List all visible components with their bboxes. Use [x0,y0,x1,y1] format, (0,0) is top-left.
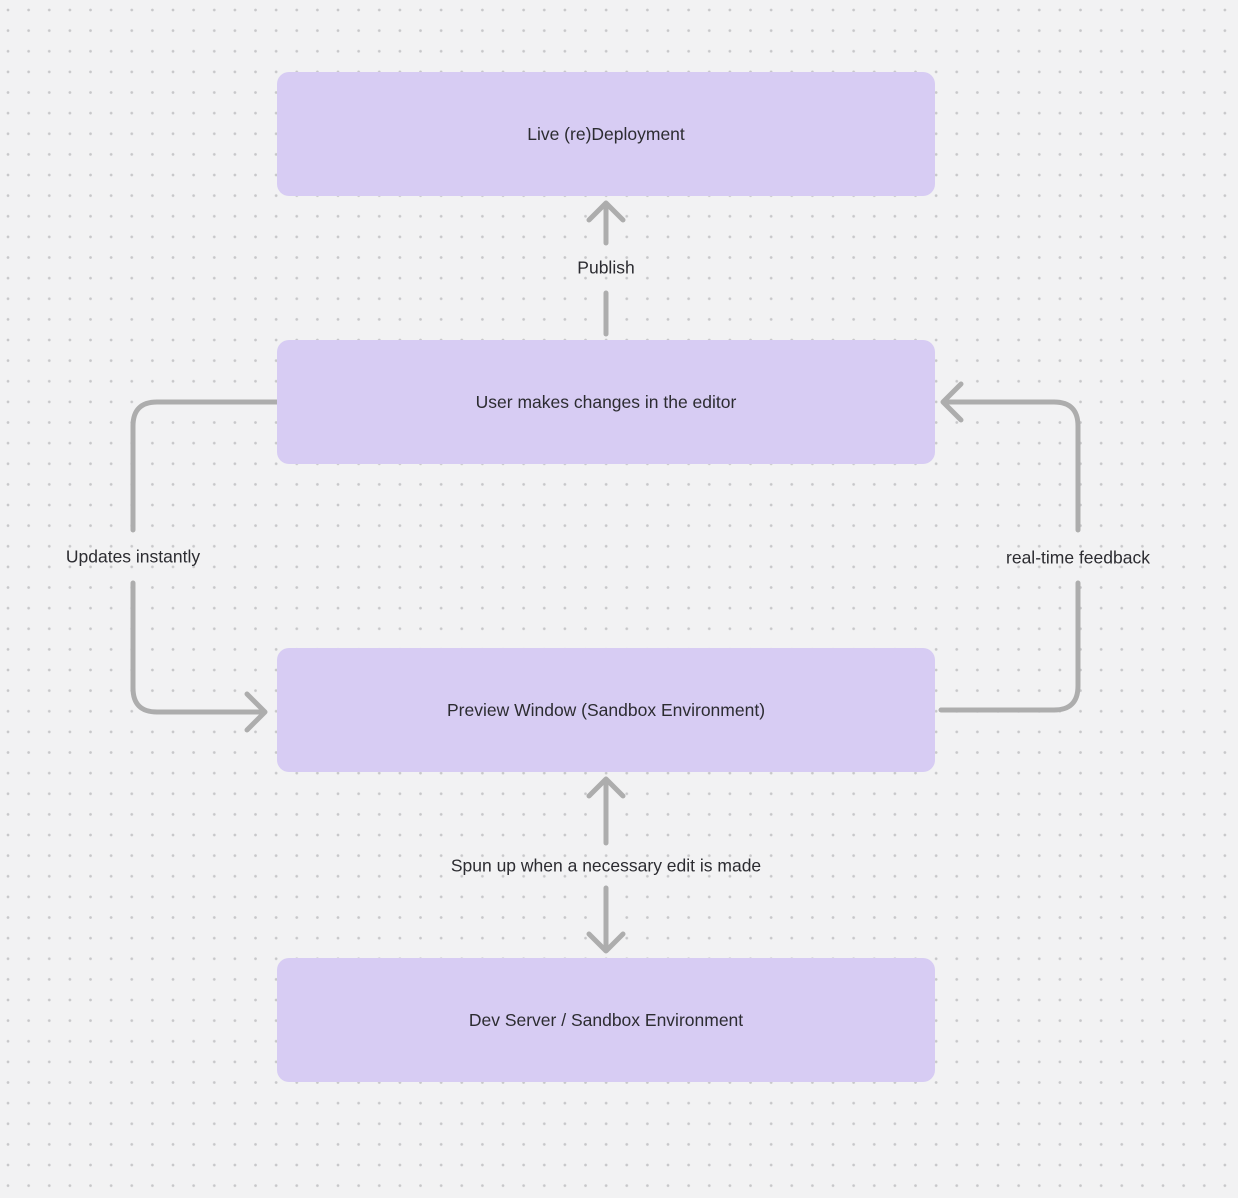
arrowhead-right-icon [244,691,268,733]
node-user-editor[interactable]: User makes changes in the editor [277,340,935,464]
node-label: Dev Server / Sandbox Environment [468,1009,744,1030]
arrowhead-left-icon [940,381,964,423]
connector-line [130,580,265,715]
edge-label-spun-up[interactable]: Spun up when a necessary edit is made [450,855,762,876]
node-label: Live (re)Deployment [527,123,685,144]
connector-line [938,580,1081,713]
node-dev-server[interactable]: Dev Server / Sandbox Environment [277,958,935,1082]
node-preview-window[interactable]: Preview Window (Sandbox Environment) [277,648,935,772]
node-live-redeployment[interactable]: Live (re)Deployment [277,72,935,196]
connector-spun-up[interactable] [586,776,626,954]
connector-publish[interactable] [586,200,626,337]
edge-label-updates-instantly[interactable]: Updates instantly [65,546,201,567]
connector-real-time-feedback[interactable] [938,381,1081,713]
connector-updates-instantly[interactable] [130,399,280,733]
node-label: User makes changes in the editor [475,391,737,412]
edge-label-real-time-feedback[interactable]: real-time feedback [1006,547,1150,568]
edge-label-publish[interactable]: Publish [577,257,635,278]
connector-line [130,399,280,533]
connector-line [945,399,1081,533]
node-label: Preview Window (Sandbox Environment) [446,699,766,720]
arrowhead-down-icon [586,931,626,954]
